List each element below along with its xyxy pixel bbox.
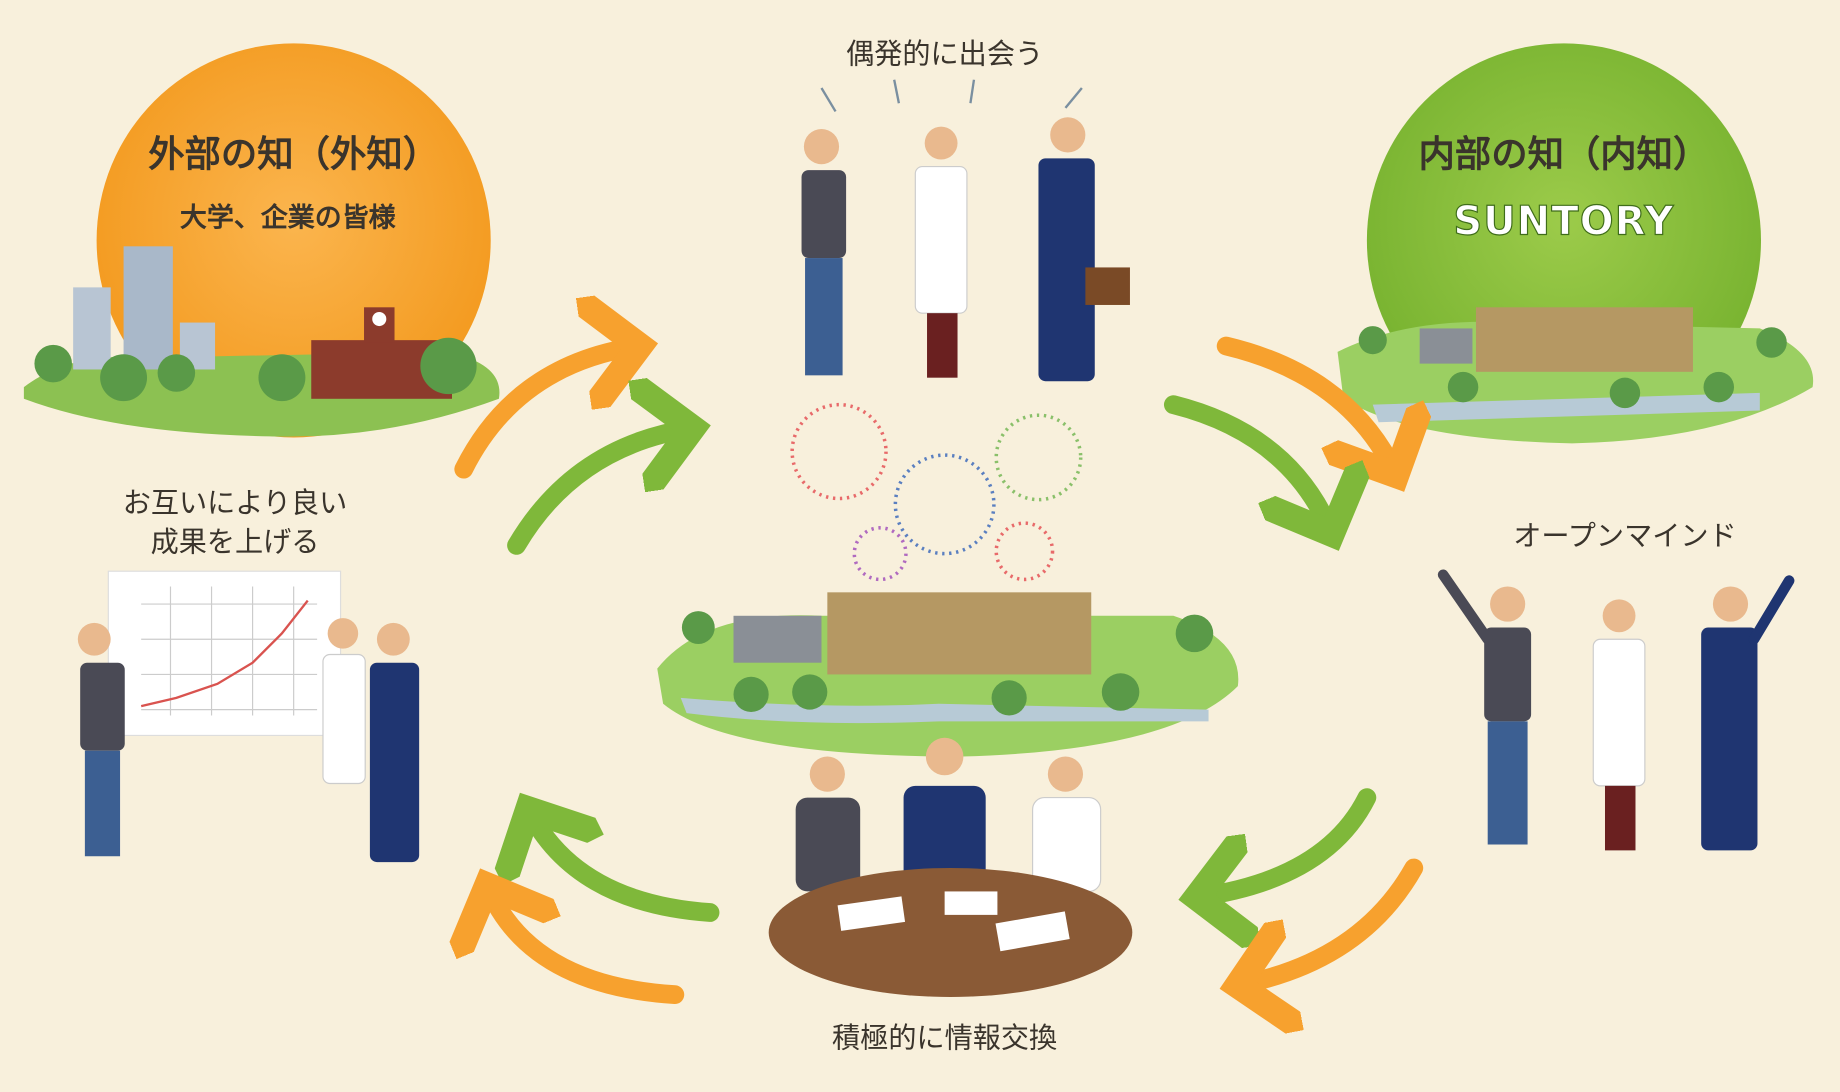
firework xyxy=(852,526,908,582)
jeans xyxy=(84,750,121,857)
tree-icon xyxy=(157,354,196,392)
suit-person xyxy=(1038,158,1095,382)
firework xyxy=(893,453,996,556)
tree-icon xyxy=(1756,327,1787,358)
person-head xyxy=(1712,586,1749,622)
lab-coat-person xyxy=(1592,638,1646,787)
caption-open-mind: オープンマインド xyxy=(1513,519,1736,552)
briefcase-icon xyxy=(1085,267,1130,305)
firework xyxy=(790,402,888,501)
paper-document xyxy=(995,911,1070,952)
external-title: 外部の知（外知） xyxy=(148,133,439,176)
tree-icon xyxy=(1447,371,1479,403)
external-subtitle: 大学、企業の皆様 xyxy=(180,201,397,233)
caption-meet: 偶発的に出会う xyxy=(846,37,1043,70)
arrow-green-down-left xyxy=(1197,788,1377,898)
suit-person xyxy=(1701,627,1758,851)
suntory-logo: SUNTORY xyxy=(1453,199,1674,245)
tree-icon xyxy=(1358,326,1387,355)
fireworks-illustration xyxy=(790,402,1083,582)
round-table xyxy=(768,867,1133,997)
people-meeting-illustration xyxy=(801,79,1130,382)
internal-knowledge-group: 内部の知（内知） SUNTORY xyxy=(1337,43,1814,444)
jeans xyxy=(1487,721,1528,845)
firework xyxy=(994,521,1055,582)
tree-icon xyxy=(1101,673,1140,711)
whiteboard xyxy=(107,570,342,737)
person-head xyxy=(1602,599,1636,633)
person-head xyxy=(327,618,359,649)
arrow-orange-down-right xyxy=(1216,336,1396,475)
person-head xyxy=(924,126,958,160)
tree-icon xyxy=(733,676,769,712)
person-head xyxy=(809,756,845,792)
raised-arm xyxy=(1748,575,1795,645)
tree-icon xyxy=(792,674,828,710)
tree-icon xyxy=(100,354,148,402)
center-campus-illustration xyxy=(657,592,1239,757)
person-head xyxy=(1047,756,1084,792)
clock-icon xyxy=(372,312,387,327)
lab-coat-person xyxy=(322,653,366,785)
tree-icon xyxy=(1175,614,1214,653)
trousers xyxy=(1604,785,1636,851)
tree-icon xyxy=(420,337,477,395)
arrow-orange-down-left xyxy=(1238,858,1424,985)
suit-person xyxy=(369,662,420,863)
growth-line xyxy=(140,599,309,708)
jeans xyxy=(805,258,843,376)
external-knowledge-group: 外部の知（外知） 大学、企業の皆様 xyxy=(23,43,500,438)
person-head xyxy=(77,622,111,656)
striped-shirt-person xyxy=(801,170,847,259)
table-discussion-illustration xyxy=(768,737,1133,997)
tree-icon xyxy=(1609,377,1641,409)
arrow-orange-up-left xyxy=(487,886,685,1005)
tree-icon xyxy=(258,354,306,402)
open-mind-people-illustration xyxy=(1437,569,1795,851)
tree-icon xyxy=(34,344,72,383)
road xyxy=(680,697,1209,724)
person-head xyxy=(376,622,410,656)
arrow-green-up-left xyxy=(528,809,720,922)
paper-document xyxy=(944,891,998,915)
person-head xyxy=(925,737,964,776)
tree-icon xyxy=(1703,371,1735,403)
annex-building-icon xyxy=(1419,328,1473,364)
tree-icon xyxy=(991,680,1027,716)
arrow-orange-up-right xyxy=(454,346,640,479)
striped-shirt-person xyxy=(80,662,125,751)
tree-icon xyxy=(681,611,715,644)
striped-shirt-person xyxy=(1484,627,1532,722)
caption-result-line1: お互いにより良い xyxy=(123,487,348,520)
paper-document xyxy=(837,896,906,931)
arrow-green-up-right xyxy=(507,428,693,555)
arrow-green-down-right xyxy=(1163,395,1331,534)
whiteboard-grid xyxy=(141,586,318,716)
raised-arm xyxy=(1437,569,1493,645)
surprise-marks xyxy=(820,79,1083,113)
striped-shirt-person xyxy=(795,797,861,892)
internal-title: 内部の知（内知） xyxy=(1419,133,1710,176)
trousers xyxy=(927,313,958,378)
caption-exchange: 積極的に情報交換 xyxy=(832,1021,1057,1054)
person-head xyxy=(1050,117,1086,153)
lab-coat-person xyxy=(914,165,968,314)
suntory-building-icon xyxy=(1475,307,1693,372)
office-building-icon xyxy=(73,287,111,370)
suit-person xyxy=(903,785,986,892)
caption-result-line2: 成果を上げる xyxy=(151,525,320,558)
chart-presentation-illustration xyxy=(77,570,420,863)
firework xyxy=(994,413,1083,502)
person-head xyxy=(803,129,840,165)
cycle-arrows xyxy=(464,346,1414,995)
suntory-building-icon xyxy=(827,592,1092,675)
office-tower-icon xyxy=(123,246,173,370)
annex-building-icon xyxy=(733,615,822,663)
person-head xyxy=(1490,586,1526,622)
road xyxy=(1372,392,1760,423)
